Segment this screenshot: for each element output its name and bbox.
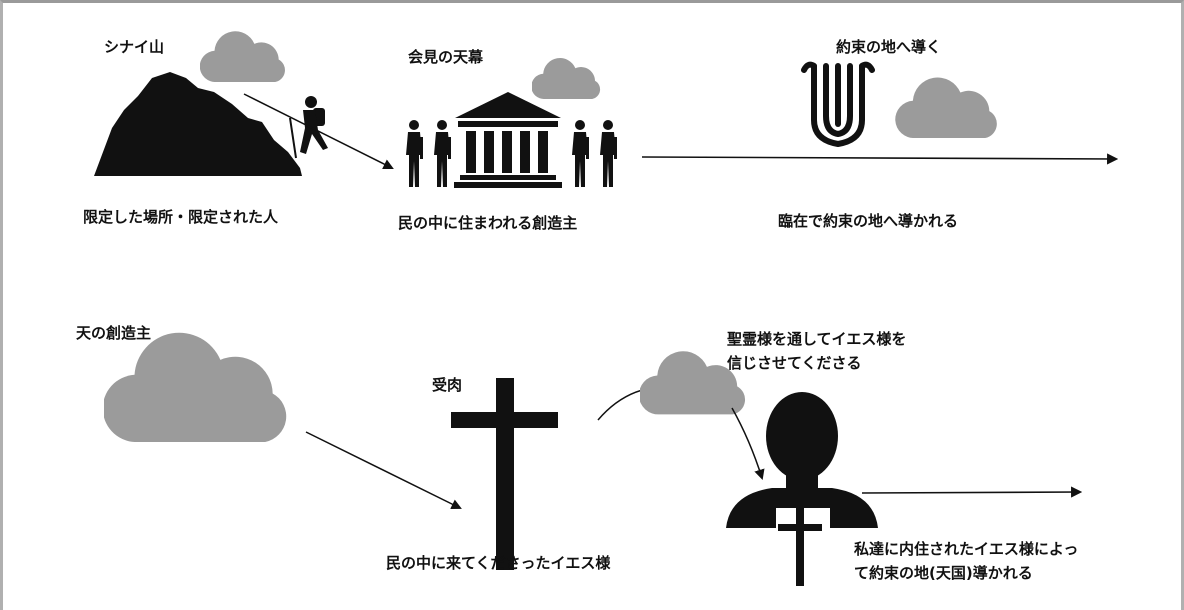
temple-icon xyxy=(454,92,562,188)
caption-indwelling-2: て約束の地(天国)導かれる xyxy=(854,564,1033,582)
person-silhouette-icon xyxy=(600,120,617,187)
person-silhouette-icon xyxy=(572,120,589,187)
caption-indwelling-1: 私達に内住されたイエス様によっ xyxy=(854,540,1079,558)
caption-incarnation: 民の中に来てくださったイエス様 xyxy=(386,554,611,572)
mountain-icon xyxy=(94,72,302,176)
hiker-icon xyxy=(289,96,328,159)
label-incarnation: 受肉 xyxy=(432,376,463,394)
label-tabernacle: 会見の天幕 xyxy=(408,48,484,66)
arrow-heaven-to-cross xyxy=(305,431,462,509)
label-heaven-creator: 天の創造主 xyxy=(76,324,152,342)
label-promised-land: 約束の地へ導く xyxy=(836,38,942,56)
person-silhouette-icon xyxy=(434,120,451,187)
arrow-sinai-to-tent xyxy=(243,93,394,169)
arrow-spirit-to-person xyxy=(731,407,765,481)
caption-tabernacle: 民の中に住まわれる創造主 xyxy=(398,214,578,232)
cloud-icon xyxy=(200,31,285,82)
caption-promised-land: 臨在で約束の地へ導かれる xyxy=(778,212,959,230)
cross-icon xyxy=(451,378,558,570)
arrow-person-to-heaven xyxy=(861,486,1083,498)
cloud-icon xyxy=(104,332,287,442)
label-sinai: シナイ山 xyxy=(104,38,165,56)
tribe-emblem-icon xyxy=(801,61,875,148)
cloud-icon xyxy=(532,58,601,100)
caption-sinai: 限定した場所・限定された人 xyxy=(83,208,279,226)
label-holy-spirit-1: 聖霊様を通してイエス様を xyxy=(727,330,907,348)
label-holy-spirit-2: 信じさせてくださる xyxy=(727,354,862,372)
arrow-tent-to-promised-land xyxy=(641,153,1119,165)
cloud-icon xyxy=(895,77,997,138)
person-silhouette-icon xyxy=(406,120,423,187)
person-bust-icon xyxy=(726,392,878,586)
